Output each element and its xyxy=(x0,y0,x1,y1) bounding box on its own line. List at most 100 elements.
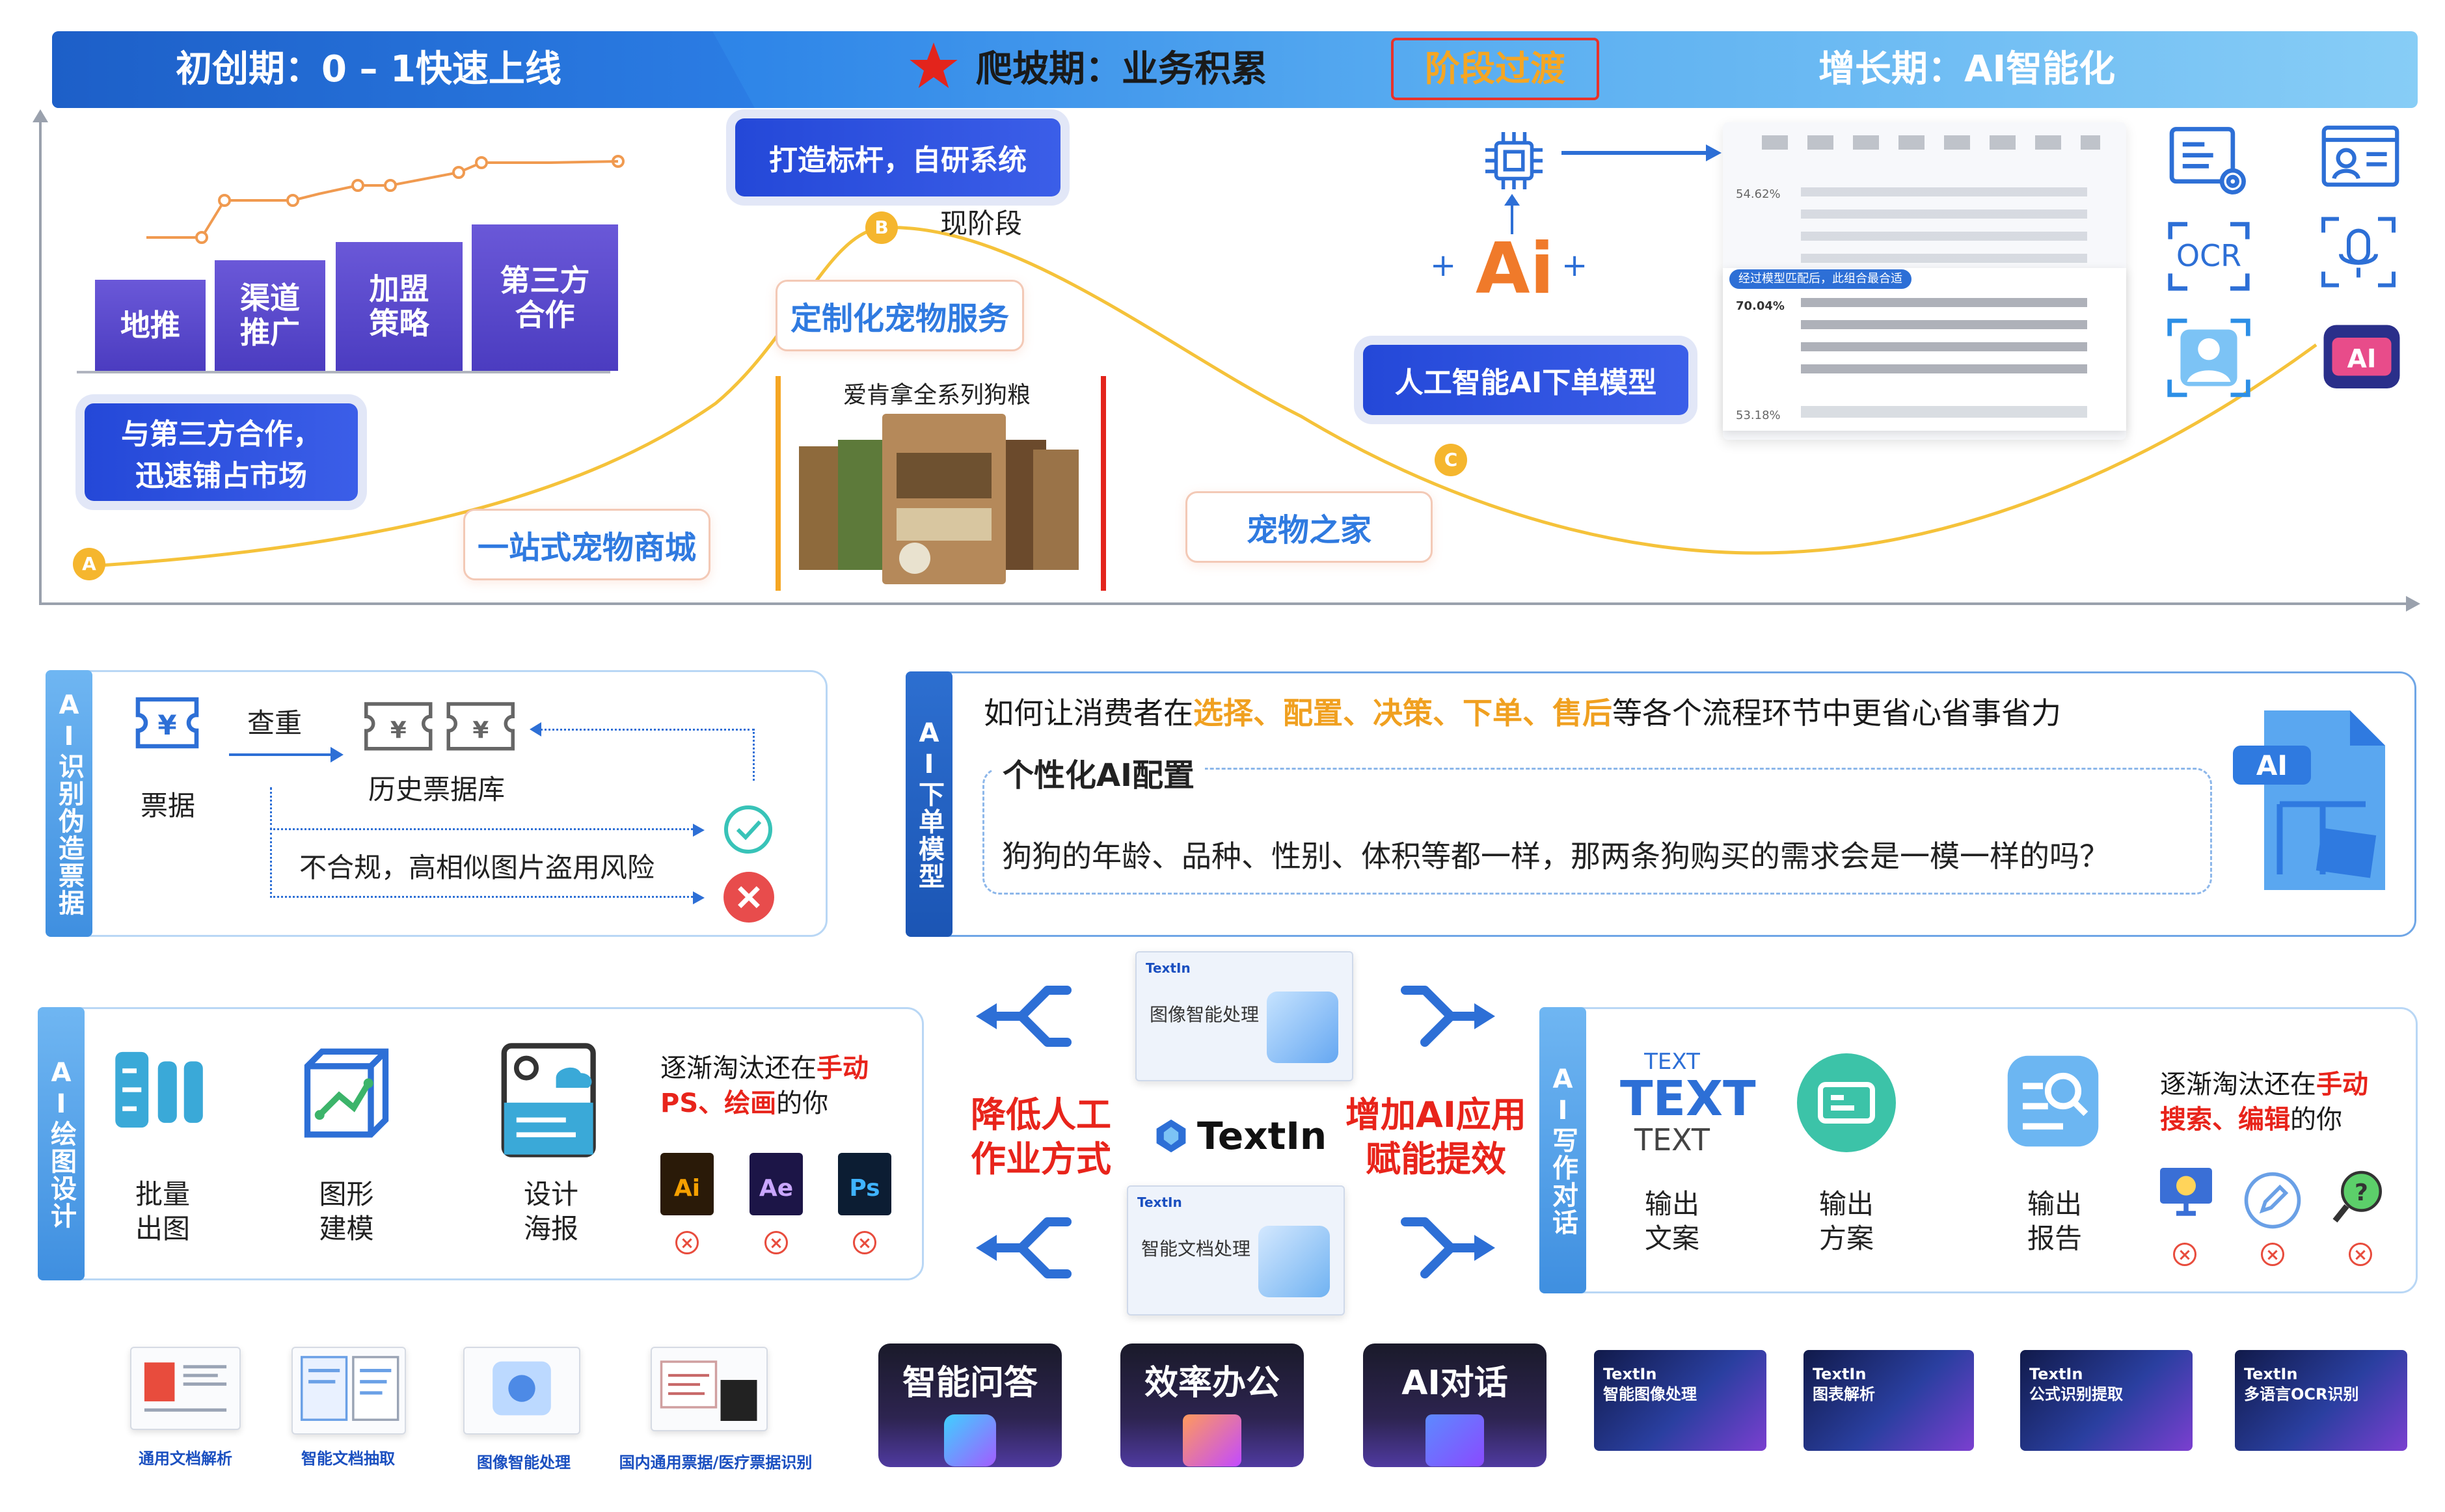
history-loop-line xyxy=(540,729,755,781)
dogfood-product-image xyxy=(799,414,1085,584)
phase-climb-label: 爬坡期：业务积累 xyxy=(976,48,1267,90)
history-db-icon: ¥¥ xyxy=(362,690,524,761)
caption-image-processing: 图像智能处理 xyxy=(477,1453,571,1472)
text-stack-icon: TEXT TEXT TEXT xyxy=(1620,1049,1756,1158)
textin-brand: TextIn xyxy=(1153,1114,1348,1158)
ok-arrow-icon xyxy=(693,824,705,837)
tile-efficient-office[interactable]: 效率办公 xyxy=(1120,1343,1304,1467)
reject-ps-icon: × xyxy=(853,1231,876,1254)
batch-image-icon xyxy=(111,1041,215,1139)
dedupe-label: 查重 xyxy=(247,707,303,739)
product-frame-right xyxy=(1101,376,1106,591)
panel-ai-order-tab: AI下单模型 xyxy=(906,671,952,937)
phase-transition-label: 阶段过渡 xyxy=(1425,48,1565,89)
increase-ai-text: 增加AI应用赋能提效 xyxy=(1345,1094,1526,1180)
design-item-batch: 批量出图 xyxy=(135,1178,190,1245)
svg-text:AI: AI xyxy=(2347,345,2377,374)
card-image-processing[interactable]: TextIn 图像智能处理 xyxy=(1135,951,1353,1081)
growth-curve xyxy=(90,155,2317,568)
plus-icon-left: + xyxy=(1430,247,1457,284)
up-arrow-icon xyxy=(1504,194,1520,206)
card-document-processing[interactable]: TextIn 智能文档处理 xyxy=(1127,1185,1345,1316)
x-axis-arrow-icon xyxy=(2406,596,2420,612)
check-icon xyxy=(722,803,774,856)
risk-line xyxy=(270,833,693,898)
poster-design-icon xyxy=(496,1038,606,1162)
svg-text:?: ? xyxy=(2355,1180,2368,1206)
pet-mall-label: 一站式宠物商城 xyxy=(463,509,710,580)
illustrator-icon: Ai xyxy=(660,1153,714,1215)
writing-item-report: 输出报告 xyxy=(2027,1188,2082,1254)
point-a: A xyxy=(73,548,105,580)
report-preview: 54.62% 经过模型匹配后，此组合最合适 70.04% 53.18% xyxy=(1723,122,2126,440)
reject-icon xyxy=(722,871,776,924)
chart-y-axis xyxy=(39,117,42,605)
order-config-box xyxy=(982,768,2212,895)
face-recognition-icon xyxy=(2165,316,2252,400)
3d-modeling-icon xyxy=(293,1041,400,1145)
ocr-icon: OCR xyxy=(2165,220,2252,293)
doc-thumb-receipt[interactable] xyxy=(651,1347,768,1431)
question-search-icon: ? xyxy=(2329,1168,2388,1230)
history-db-label: 历史票据库 xyxy=(368,774,506,805)
phase-growth-label: 增长期：AI智能化 xyxy=(1818,48,2116,90)
ai-document-icon: AI xyxy=(2225,703,2401,898)
reject-search-icon: × xyxy=(2173,1243,2196,1266)
dedupe-arrow xyxy=(229,753,333,756)
pet-home-label: 宠物之家 xyxy=(1185,491,1433,563)
design-item-modeling: 图形建模 xyxy=(319,1178,374,1245)
writing-item-copy: 输出文案 xyxy=(1644,1188,1699,1254)
id-card-icon xyxy=(2319,124,2401,189)
product-frame-left xyxy=(776,376,781,591)
bars-baseline xyxy=(77,371,610,373)
panel-ai-invoice-tab: AI识别伪造票据 xyxy=(46,670,92,937)
report-output-icon xyxy=(2003,1051,2103,1152)
plus-icon-right: + xyxy=(1561,247,1588,284)
center-flow-arrows xyxy=(976,986,1495,1278)
svg-text:¥: ¥ xyxy=(472,717,489,744)
arrow-head-icon xyxy=(1706,144,1722,161)
risk-arrow-icon xyxy=(693,891,705,904)
edit-icon xyxy=(2243,1171,2302,1230)
tile-ai-chat[interactable]: AI对话 xyxy=(1363,1343,1547,1467)
bar-channel-promotion: 渠道推广 xyxy=(215,260,325,371)
ticket-icon: ¥ xyxy=(130,683,208,755)
point-c: C xyxy=(1435,444,1467,476)
doc-thumb-general[interactable] xyxy=(130,1347,241,1430)
reject-ai-icon: × xyxy=(675,1231,699,1254)
plan-output-icon xyxy=(1794,1051,1898,1155)
order-question: 如何让消费者在选择、配置、决策、下单、售后等各个流程环节中更省心省事省力 xyxy=(984,695,2061,731)
tile-smart-qa[interactable]: 智能问答 xyxy=(878,1343,1062,1467)
bar-ground-promotion: 地推 xyxy=(95,280,206,371)
panel-ai-writing-tab: AI写作对话 xyxy=(1539,1007,1586,1293)
writing-slogan: 逐渐淘汰还在手动搜索、编辑的你 xyxy=(2160,1070,2368,1135)
panel-ai-design-tab: AI绘图设计 xyxy=(38,1007,85,1280)
ai-label: Ai xyxy=(1476,228,1554,310)
ai-robot-icon: AI xyxy=(2319,316,2404,394)
writing-item-plan: 输出方案 xyxy=(1818,1188,1874,1254)
chip-to-report-arrow xyxy=(1561,151,1711,155)
dogfood-caption: 爱肯拿全系列狗粮 xyxy=(843,382,1031,409)
doc-thumb-extract[interactable] xyxy=(291,1347,406,1435)
phase-banner-startup xyxy=(52,31,755,108)
current-stage-label: 现阶段 xyxy=(940,208,1023,239)
custom-service-label: 定制化宠物服务 xyxy=(776,280,1024,351)
ai-order-model-pill: 人工智能AI下单模型 xyxy=(1363,345,1688,415)
reject-edit-icon: × xyxy=(2261,1243,2284,1266)
order-config-body: 狗狗的年龄、品种、性别、体积等都一样，那两条狗购买的需求会是一模一样的吗？ xyxy=(1002,839,2109,874)
dedupe-arrow-head-icon xyxy=(331,747,344,763)
svg-text:AI: AI xyxy=(2256,749,2288,781)
reject-question-icon: × xyxy=(2349,1243,2372,1266)
risk-label: 不合规，高相似图片盗用风险 xyxy=(299,852,655,884)
svg-text:¥: ¥ xyxy=(157,709,176,741)
search-monitor-icon xyxy=(2154,1165,2219,1223)
reduce-manual-text: 降低人工作业方式 xyxy=(971,1094,1111,1180)
transition-box xyxy=(1391,38,1599,100)
doc-thumb-image[interactable] xyxy=(463,1347,580,1435)
design-item-poster: 设计海报 xyxy=(523,1178,578,1245)
caption-doc-extract: 智能文档抽取 xyxy=(301,1450,395,1468)
